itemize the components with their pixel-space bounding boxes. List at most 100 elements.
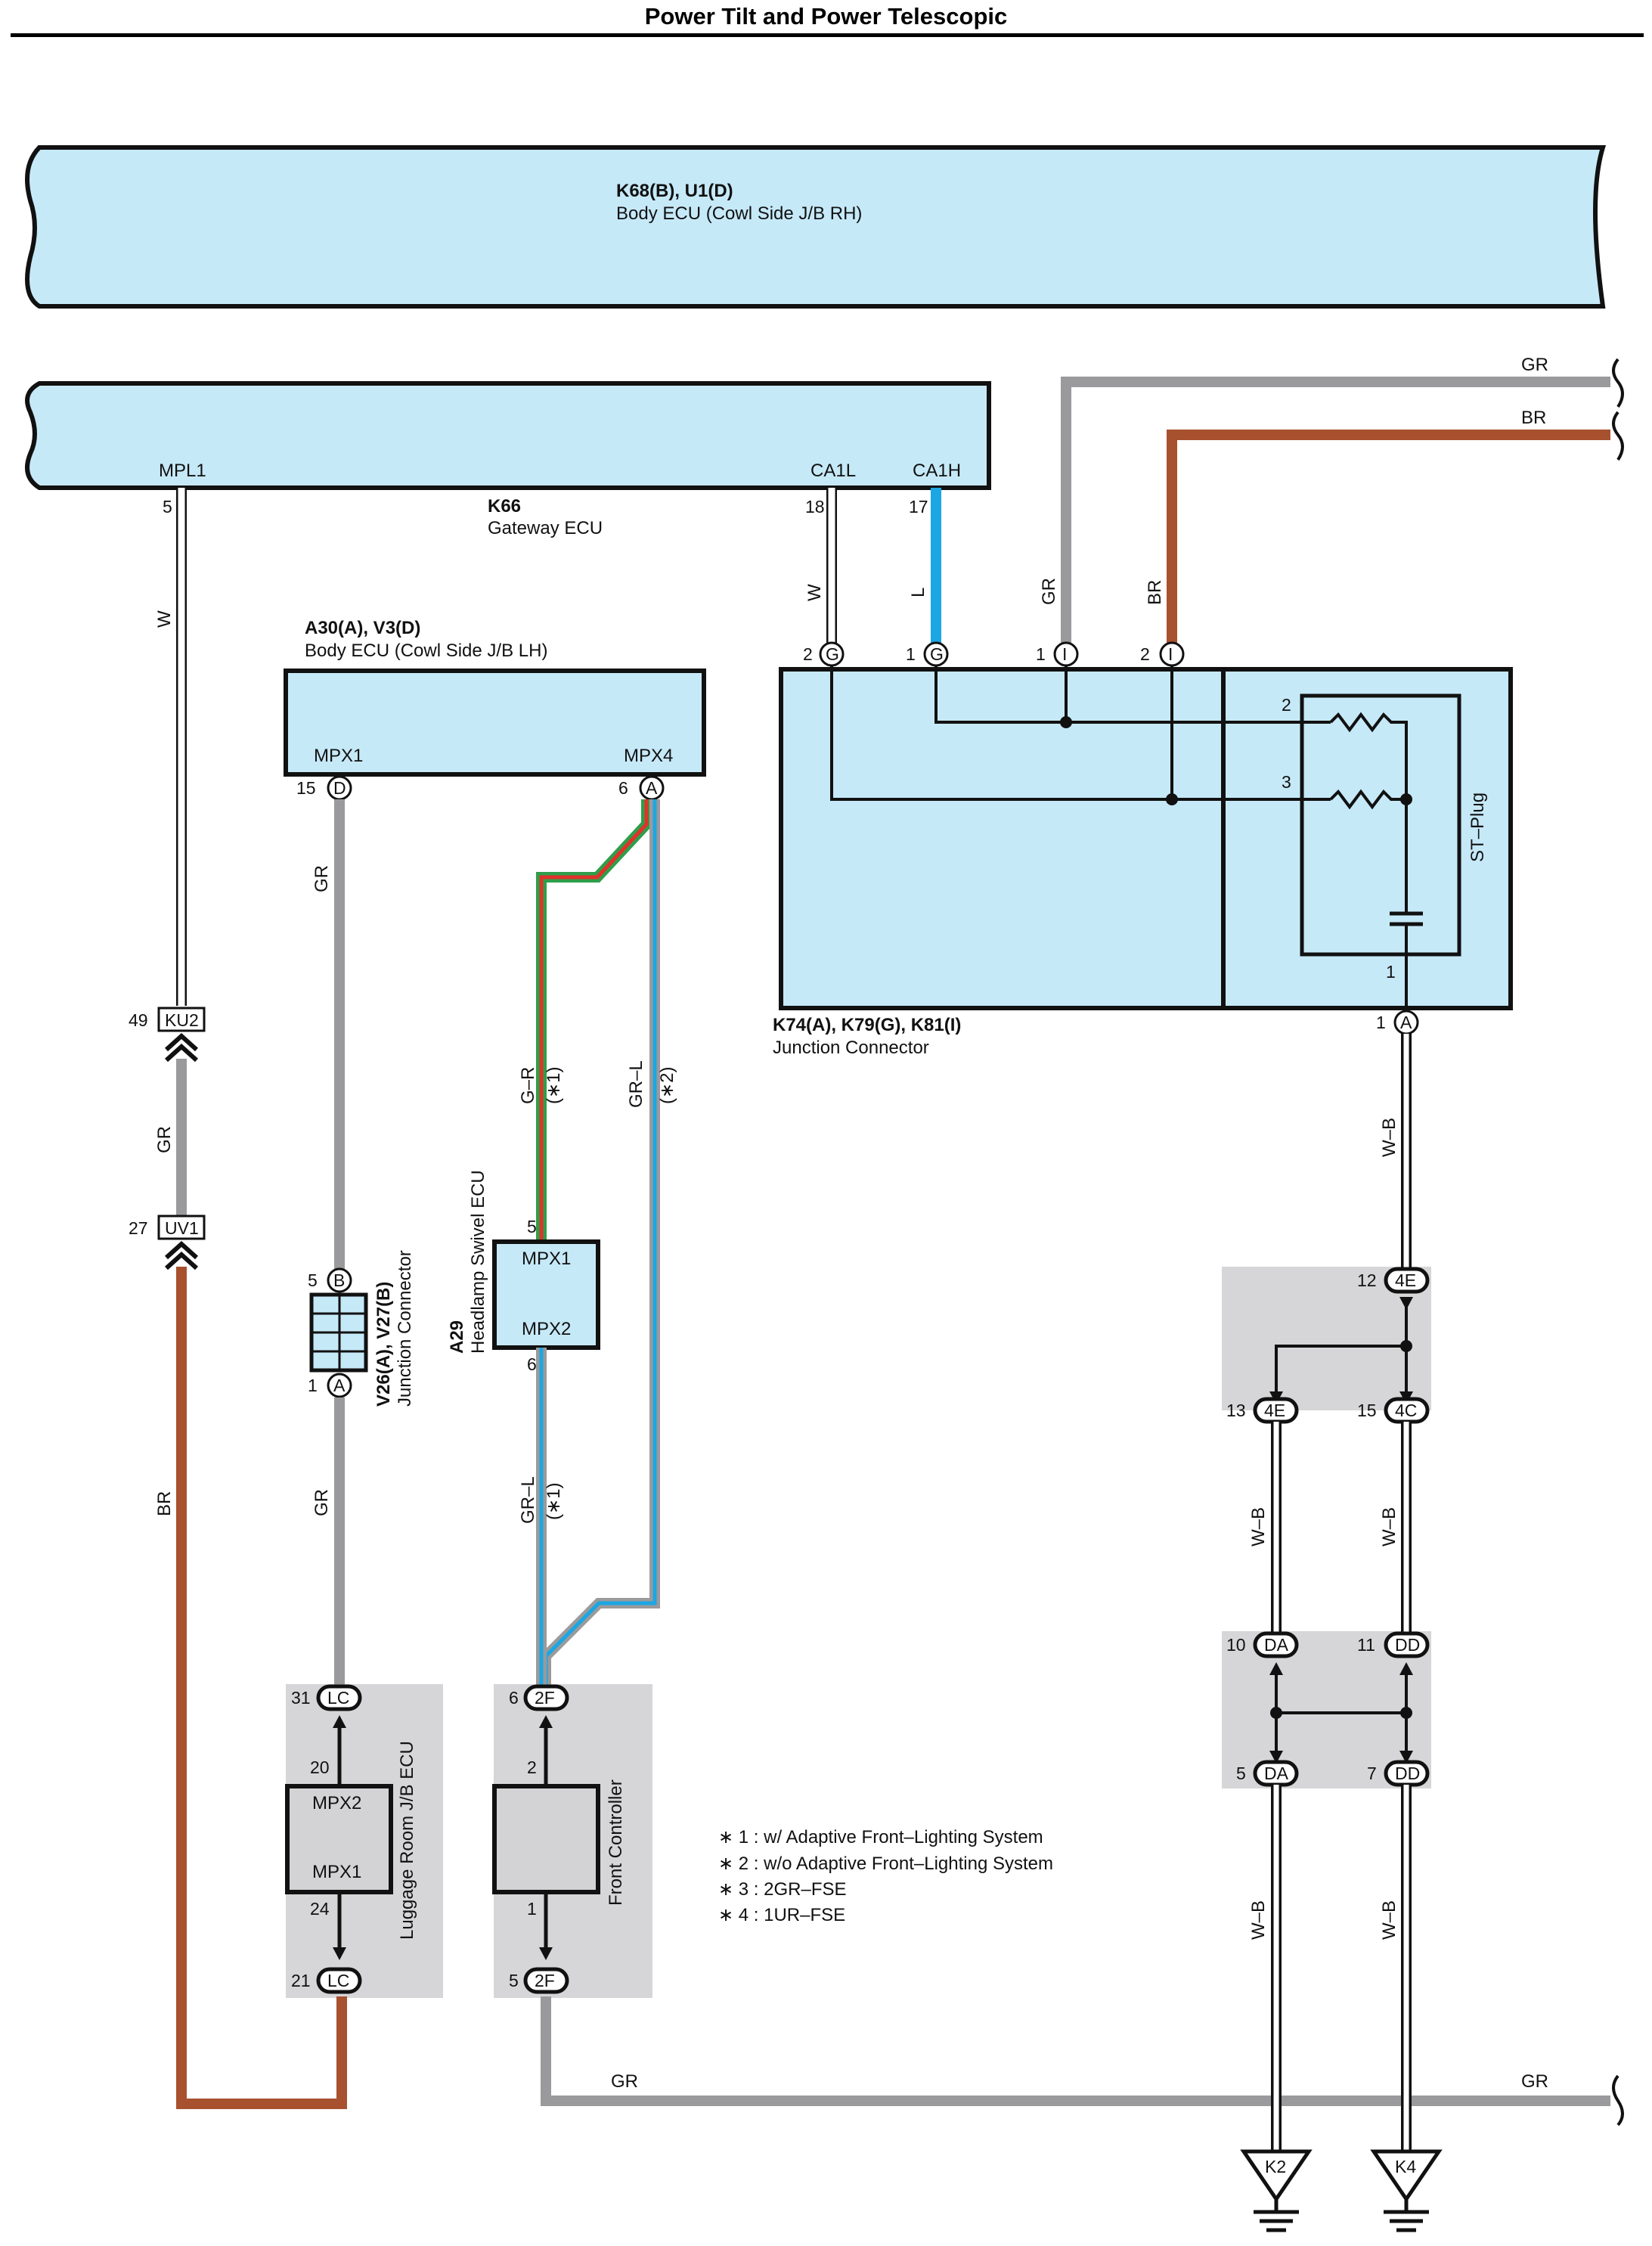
wire-label-gr-l-lower: GR–L: [518, 1476, 538, 1524]
st-plug-pin-2: 2: [1282, 695, 1291, 715]
jc-k-internal-wiring: [830, 665, 1423, 1008]
splice-lower-dot-right: [1400, 1707, 1412, 1719]
wire-label-gr-l-star1: (∗1): [544, 1483, 564, 1520]
ground-k4-symbol: [1370, 2149, 1443, 2232]
wire-break-gr: [1612, 358, 1624, 408]
gateway-pin-ca1l: CA1L: [811, 461, 856, 481]
conn-dd-7-pin: 7: [1367, 1764, 1377, 1783]
wire-label-gr-ku2: GR: [154, 1126, 175, 1153]
st-plug-pin-3: 3: [1282, 772, 1291, 792]
conn-dd-11: [1384, 1631, 1430, 1658]
jc-k-pin-a1: 1: [1376, 1013, 1386, 1032]
lc-31-label: LC: [327, 1688, 349, 1708]
connector-uv1-chevrons: [164, 1240, 199, 1270]
note-1: ∗ 1 : w/ Adaptive Front–Lighting System: [718, 1827, 1043, 1847]
connector-ku2-id: KU2: [165, 1010, 199, 1030]
swivel-pin-5: 5: [527, 1217, 537, 1236]
conn-da-10-id: DA: [1264, 1635, 1289, 1655]
conn-4e-13-id: 4E: [1264, 1401, 1285, 1420]
conn-da-10-pin: 10: [1226, 1635, 1246, 1655]
ground-k4-label: K4: [1395, 2157, 1416, 2176]
jc-v-code: V26(A), V27(B): [373, 1282, 394, 1407]
note-3: ∗ 3 : 2GR–FSE: [718, 1879, 847, 1900]
conn-4e-12-pin: 12: [1357, 1270, 1377, 1290]
conn-da-5-id: DA: [1264, 1764, 1289, 1783]
page-title: Power Tilt and Power Telescopic: [644, 3, 1008, 29]
swivel-mpx1: MPX1: [522, 1249, 571, 1269]
front-2f-5-pin: 5: [509, 1971, 519, 1990]
swivel-pin-6: 6: [527, 1354, 537, 1374]
wire-label-wb-low-right: W–B: [1379, 1900, 1399, 1940]
jc-v-conn-b-label: B: [333, 1270, 345, 1290]
wire-label-wb-top: W–B: [1379, 1118, 1399, 1157]
conn-da-5-arrow: [1269, 1751, 1283, 1764]
conn-4e-13-pin: 13: [1226, 1401, 1246, 1420]
headlamp-swivel-name: Headlamp Swivel ECU: [468, 1170, 488, 1354]
jc-k-conn-i2-label: I: [1168, 644, 1173, 664]
front-2f-6-arrow: [539, 1715, 553, 1728]
jc-v-conn-a: [327, 1373, 352, 1398]
jc-k-name: Junction Connector: [773, 1038, 929, 1058]
conn-dd-7-arrow: [1399, 1751, 1413, 1764]
st-plug-pin-1: 1: [1386, 962, 1396, 982]
conn-da-5-pin: 5: [1236, 1764, 1246, 1783]
connector-uv1: [157, 1215, 206, 1240]
conn-dd-7-id: DD: [1395, 1764, 1420, 1783]
jc-k-code: K74(A), K79(G), K81(I): [773, 1015, 961, 1035]
luggage-mpx2: MPX2: [312, 1793, 361, 1813]
conn-4e-12-arrow: [1399, 1297, 1413, 1310]
body-ecu-lh-pin-mpx1: MPX1: [314, 746, 363, 766]
gateway-pin-ca1h: CA1H: [913, 461, 961, 481]
wire-label-wb-mid-left: W–B: [1248, 1507, 1269, 1546]
wire-gr-right: [1061, 377, 1610, 643]
splice-upper-dot: [1400, 1340, 1412, 1352]
body-ecu-lh-conn-a-label: A: [646, 778, 658, 798]
jc-v-name: Junction Connector: [395, 1250, 415, 1407]
wire-label-l: L: [908, 588, 928, 597]
wire-label-gr-bottom-right: GR: [1521, 2071, 1548, 2092]
jc-k-conn-a-label: A: [1400, 1013, 1412, 1032]
conn-dd-11-arrow: [1399, 1662, 1413, 1675]
connector-ku2-pin: 49: [129, 1010, 148, 1030]
jc-k-splice-3: [1400, 793, 1412, 805]
front-controller-name: Front Controller: [606, 1779, 626, 1906]
front-2f-6-label: 2F: [535, 1688, 555, 1708]
front-2f-5-label: 2F: [535, 1971, 555, 1990]
connector-uv1-pin: 27: [129, 1218, 148, 1238]
wire-label-wb-low-left: W–B: [1248, 1900, 1269, 1940]
wire-label-br-vertical: BR: [1145, 580, 1165, 605]
gateway-pin-no-18: 18: [805, 497, 825, 517]
wire-break-bottom: [1612, 2074, 1624, 2127]
wire-label-g-r: G–R: [518, 1067, 538, 1104]
luggage-mpx1: MPX1: [312, 1862, 361, 1882]
note-2: ∗ 2 : w/o Adaptive Front–Lighting System: [718, 1854, 1053, 1874]
body-ecu-rh-name: Body ECU (Cowl Side J/B RH): [616, 203, 862, 224]
jc-v-conn-b: [327, 1267, 352, 1293]
jc-k-splice-1: [1060, 716, 1072, 728]
conn-4c-15-id: 4C: [1395, 1401, 1417, 1420]
swivel-mpx2: MPX2: [522, 1319, 571, 1339]
luggage-pin-20: 20: [310, 1757, 330, 1777]
gateway-ecu-code: K66: [488, 496, 521, 517]
wire-label-gr-vertical: GR: [1039, 578, 1059, 605]
jc-k-pin-g1: 1: [906, 644, 916, 664]
luggage-pin-24: 24: [310, 1899, 330, 1919]
conn-4e-12-id: 4E: [1395, 1270, 1416, 1290]
connector-ku2-chevrons: [164, 1032, 199, 1063]
wire-label-gr-mpx1: GR: [311, 865, 332, 892]
body-ecu-lh-pin-no-6: 6: [618, 778, 628, 798]
conn-4e-12: [1384, 1267, 1430, 1294]
body-ecu-rh-box: [25, 145, 1607, 309]
splice-lower-dot-left: [1270, 1707, 1282, 1719]
splice-upper-lines: [1275, 1307, 1408, 1401]
conn-da-10-arrow: [1269, 1662, 1283, 1675]
front-pin-2: 2: [527, 1757, 537, 1777]
jc-v-pin-5: 5: [308, 1270, 318, 1290]
wire-label-gr-l-top: GR–L: [626, 1060, 646, 1108]
wire-g-r-mpx4-swivel: [536, 799, 652, 1242]
jc-k-pin-i2: 2: [1140, 644, 1150, 664]
conn-4c-15-pin: 15: [1357, 1401, 1377, 1420]
wire-label-g-r-star1: (∗1): [544, 1067, 564, 1104]
front-2f-6-conn: [523, 1684, 569, 1711]
